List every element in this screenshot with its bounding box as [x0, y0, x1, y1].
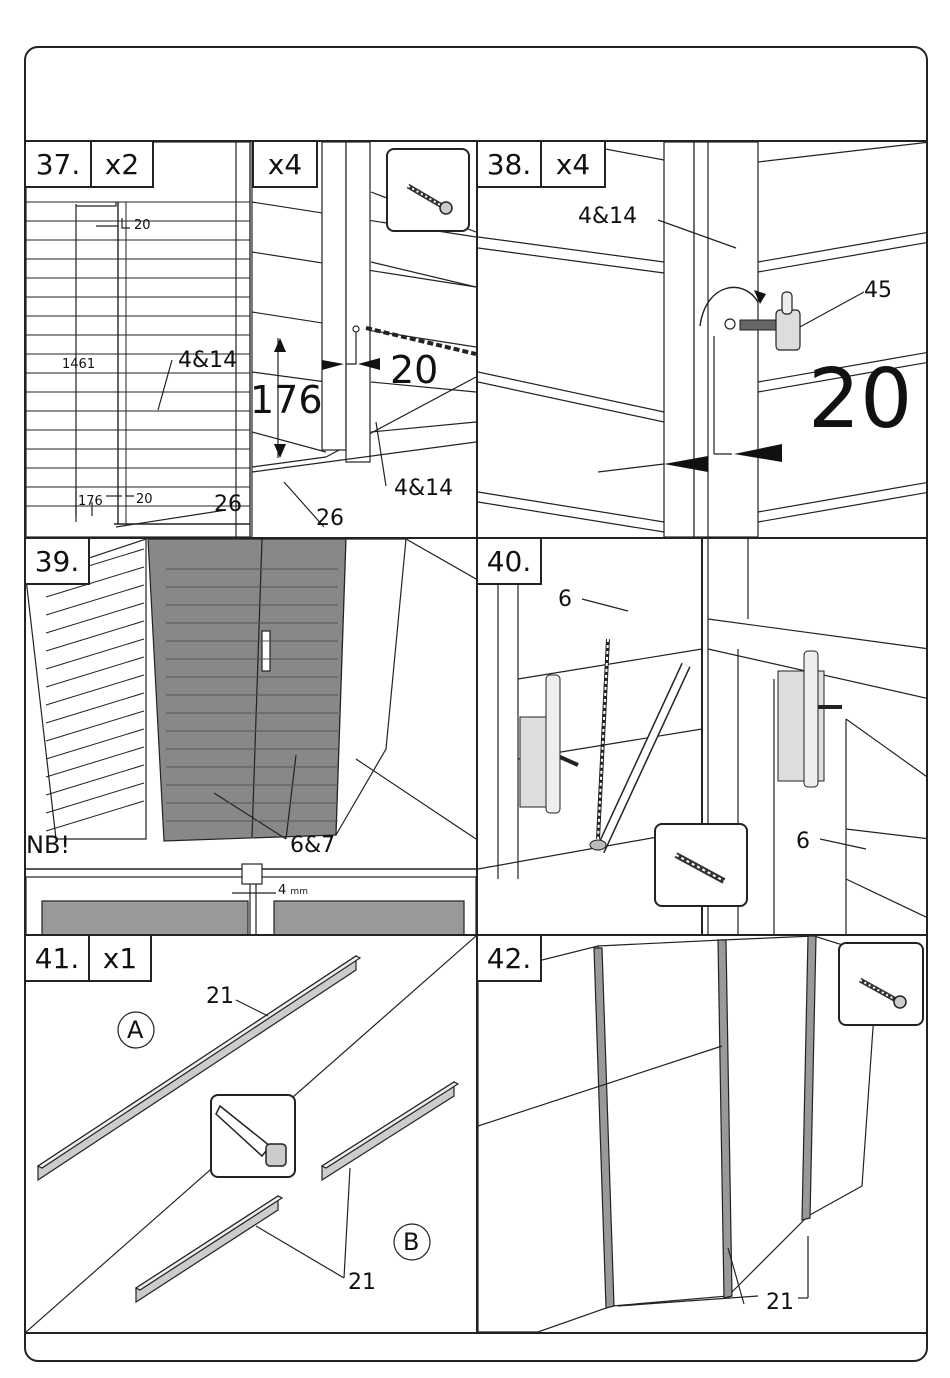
part-hinge-label: 45: [864, 278, 892, 303]
part-doors-label: 6&7: [290, 833, 335, 858]
part-wall-b-label: 4&14: [394, 476, 453, 501]
big-height-label: 176: [250, 378, 323, 422]
step-37-quantity: x2: [92, 142, 154, 188]
manual-page-frame: 37. x2 x4 20 1461 4&14 176 20 26 176 20 …: [24, 46, 928, 1362]
step-38-quantity: x4: [542, 142, 606, 188]
dim-low-width-label: 20: [136, 492, 153, 507]
step-37-panel: 37. x2 x4 20 1461 4&14 176 20 26 176 20 …: [26, 142, 476, 537]
part-door-a-label: 6: [558, 587, 572, 612]
drill-bit-icon-box: [654, 823, 748, 907]
circle-a-label: A: [127, 1016, 143, 1044]
part-a-label: 21: [206, 984, 234, 1009]
step-37-quantity-b: x4: [252, 142, 318, 188]
screw-icon-box-b: [838, 942, 924, 1026]
step-41-quantity: x1: [90, 936, 152, 982]
step-39-number: 39.: [26, 539, 90, 585]
drill-bit-icon: [656, 825, 746, 905]
step-42-panel: 42. 21: [478, 936, 928, 1332]
step-39-panel: 39. NB! 6&7 4 mm: [26, 539, 476, 934]
step-42-number: 42.: [478, 936, 542, 982]
dim-width-label: 20: [134, 218, 151, 233]
saw-icon: [212, 1096, 294, 1176]
part-wall-label: 4&14: [178, 348, 237, 373]
gap-label: 4 mm: [278, 883, 308, 898]
circle-b-label: B: [403, 1228, 419, 1256]
step-39-illustration: [26, 539, 476, 934]
screw-icon: [840, 944, 922, 1024]
dim-height-total-label: 1461: [62, 357, 95, 372]
saw-icon-box: [210, 1094, 296, 1178]
part-base-label: 26: [214, 492, 242, 517]
step-41-panel: 41. x1 21 A B 21: [26, 936, 476, 1332]
big-width-label: 20: [808, 352, 912, 447]
step-37-number: 37.: [26, 142, 92, 188]
step-40-panel: 40. 6 6: [478, 539, 928, 934]
note-label: NB!: [26, 831, 70, 859]
gap-unit: mm: [290, 887, 308, 897]
step-38-number: 38.: [478, 142, 542, 188]
screw-icon: [388, 150, 468, 230]
screw-icon-box: [386, 148, 470, 232]
part-b-label: 21: [348, 1270, 376, 1295]
step-41-number: 41.: [26, 936, 90, 982]
step-38-illustration: [478, 142, 928, 537]
part-trim-label: 21: [766, 1290, 794, 1315]
part-base-b-label: 26: [316, 506, 344, 531]
part-wall-label: 4&14: [578, 204, 637, 229]
gap-value: 4: [278, 883, 286, 898]
big-width-label: 20: [390, 348, 438, 392]
step-40-number: 40.: [478, 539, 542, 585]
step-38-panel: 38. x4 4&14 45 20: [478, 142, 928, 537]
dim-low-label: 176: [78, 494, 103, 509]
footer-divider: [26, 1332, 928, 1334]
part-door-b-label: 6: [796, 829, 810, 854]
